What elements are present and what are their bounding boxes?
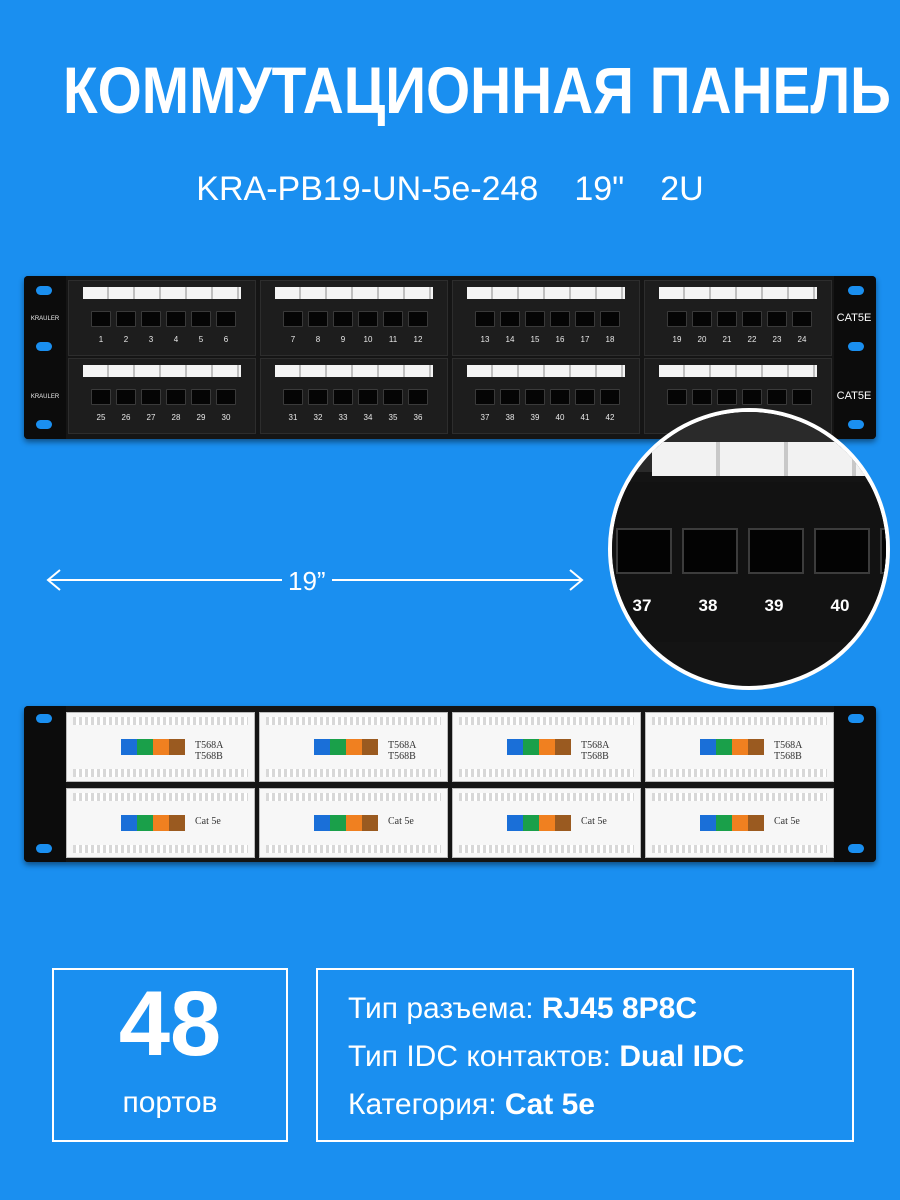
port-number: 17 bbox=[580, 335, 590, 344]
port-count-unit: портов bbox=[122, 1086, 218, 1119]
port-number: 39 bbox=[530, 413, 540, 422]
brand-logo: KRAULER bbox=[30, 316, 60, 322]
zoom-port-number: 38 bbox=[698, 596, 718, 615]
spec-box: Тип разъема: RJ45 8P8C Тип IDC контактов… bbox=[316, 968, 854, 1142]
port-number: 42 bbox=[605, 413, 615, 422]
port-number: 3 bbox=[148, 335, 154, 344]
right-mounting-ear bbox=[834, 706, 876, 862]
port-number: 38 bbox=[505, 413, 515, 422]
port-number: 11 bbox=[388, 335, 398, 344]
port-number: 23 bbox=[772, 335, 782, 344]
port-number: 4 bbox=[173, 335, 179, 344]
port-number: 28 bbox=[171, 413, 181, 422]
category-label: CAT5E bbox=[836, 312, 872, 324]
port-number: 7 bbox=[290, 335, 296, 344]
spec-idc-type: Тип IDC контактов: Dual IDC bbox=[348, 1040, 745, 1073]
port-number: 37 bbox=[480, 413, 490, 422]
port-number: 32 bbox=[313, 413, 323, 422]
port-number: 40 bbox=[555, 413, 565, 422]
port-number: 21 bbox=[722, 335, 732, 344]
model-number: KRA-PB19-UN-5e-248 bbox=[196, 170, 539, 208]
port-number: 13 bbox=[480, 335, 490, 344]
port-number: 8 bbox=[315, 335, 321, 344]
port-number: 19 bbox=[672, 335, 682, 344]
port-number: 36 bbox=[413, 413, 423, 422]
zoom-port-number: 40 bbox=[830, 596, 850, 615]
idc-module: Cat 5e bbox=[259, 788, 448, 858]
port-number: 16 bbox=[555, 335, 565, 344]
zoom-detail-circle: 37 38 39 40 bbox=[608, 408, 890, 690]
port-number: 29 bbox=[196, 413, 206, 422]
port-count: 48 bbox=[118, 973, 222, 1075]
idc-module: Cat 5e bbox=[645, 788, 834, 858]
port-number: 14 bbox=[505, 335, 515, 344]
category-label: CAT5E bbox=[836, 390, 872, 402]
left-mounting-ear bbox=[24, 706, 66, 862]
back-row-2: Cat 5e Cat 5e Cat 5e Cat 5e bbox=[66, 788, 834, 858]
port-number: 27 bbox=[146, 413, 156, 422]
port-number: 34 bbox=[363, 413, 373, 422]
port-module: 31 32 33 34 35 36 bbox=[260, 358, 448, 434]
port-count-box: 48 портов bbox=[52, 968, 288, 1142]
port-number: 26 bbox=[121, 413, 131, 422]
port-module: 13 14 15 16 17 18 bbox=[452, 280, 640, 356]
page-subtitle: KRA-PB19-UN-5e-248 19" 2U bbox=[0, 170, 900, 209]
spec-category: Категория: Cat 5e bbox=[348, 1088, 595, 1121]
port-number: 31 bbox=[288, 413, 298, 422]
idc-module: Cat 5e bbox=[452, 788, 641, 858]
port-number: 12 bbox=[413, 335, 423, 344]
port-number: 15 bbox=[530, 335, 540, 344]
zoom-port-number: 37 bbox=[632, 596, 652, 615]
port-number: 1 bbox=[98, 335, 104, 344]
width-label: 19” bbox=[282, 566, 332, 597]
port-module: 37 38 39 40 41 42 bbox=[452, 358, 640, 434]
idc-module: Cat 5e bbox=[66, 788, 255, 858]
port-number: 33 bbox=[338, 413, 348, 422]
rack-units: 2U bbox=[660, 170, 704, 208]
port-module: 25 26 27 28 29 30 bbox=[68, 358, 256, 434]
brand-logo: KRAULER bbox=[30, 394, 60, 400]
port-module: 7 8 9 10 11 12 bbox=[260, 280, 448, 356]
rack-size: 19" bbox=[574, 170, 625, 208]
port-number: 30 bbox=[221, 413, 231, 422]
port-number: 18 bbox=[605, 335, 615, 344]
port-module: 19 20 21 22 23 24 bbox=[644, 280, 832, 356]
port-number: 24 bbox=[797, 335, 807, 344]
port-module: 1 2 3 4 5 6 bbox=[68, 280, 256, 356]
port-number: 10 bbox=[363, 335, 373, 344]
port-number: 35 bbox=[388, 413, 398, 422]
page-title: КОММУТАЦИОННАЯ ПАНЕЛЬ bbox=[63, 53, 891, 127]
port-number: 41 bbox=[580, 413, 590, 422]
port-number: 25 bbox=[96, 413, 106, 422]
left-mounting-ear bbox=[24, 276, 66, 439]
port-number: 5 bbox=[198, 335, 204, 344]
spec-connector-type: Тип разъема: RJ45 8P8C bbox=[348, 992, 697, 1025]
zoom-port-number: 39 bbox=[764, 596, 784, 615]
port-number: 20 bbox=[697, 335, 707, 344]
port-number: 9 bbox=[340, 335, 346, 344]
port-number: 6 bbox=[223, 335, 229, 344]
front-row-2: 25 26 27 28 29 30 31 32 33 34 35 36 37 38 39 40 41 42 bbox=[68, 358, 832, 434]
port-number: 22 bbox=[747, 335, 757, 344]
right-mounting-ear bbox=[834, 276, 876, 439]
port-number: 2 bbox=[123, 335, 129, 344]
